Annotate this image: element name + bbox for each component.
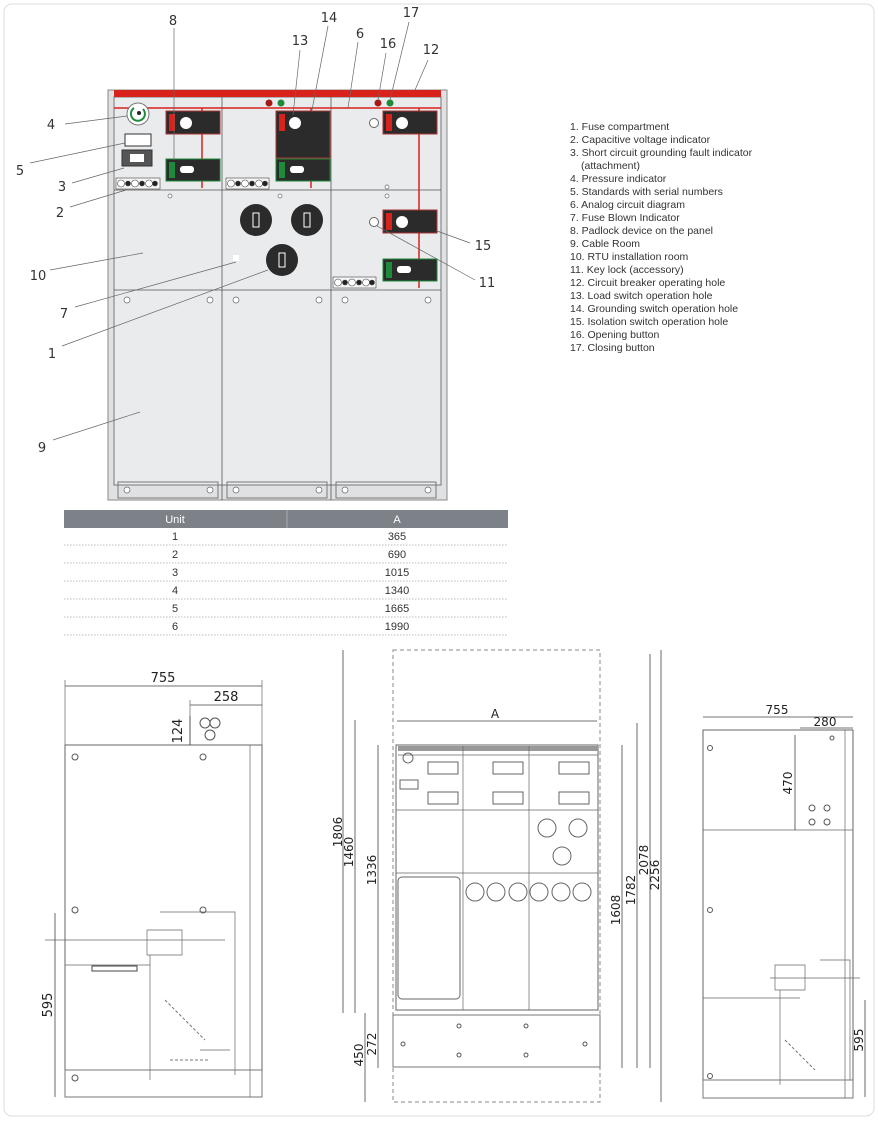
legend-item: 6. Analog circuit diagram [570, 199, 685, 211]
dim-1608: 1608 [609, 895, 623, 926]
closing-button-2 [386, 99, 394, 107]
legend-item: (attachment) [581, 160, 640, 172]
callout-2: 2 [56, 206, 64, 221]
dim-a: A [491, 707, 500, 721]
callout-1: 1 [48, 347, 56, 362]
legend-item: 14. Grounding switch operation hole [570, 303, 738, 315]
grounding-block-3 [382, 258, 438, 282]
callout-6: 6 [356, 27, 364, 42]
dim-left-top: 124 [171, 719, 186, 744]
grounding-block-1 [165, 158, 221, 182]
table-cell: 5 [172, 603, 178, 615]
grounding-block-2 [275, 158, 331, 182]
callout-10: 10 [30, 269, 47, 284]
dim-1336: 1336 [365, 855, 379, 886]
fuse-holders [240, 204, 323, 276]
table-cell: 6 [172, 621, 178, 633]
fuse-blown-indicator [233, 255, 239, 261]
dim-272: 272 [365, 1033, 379, 1056]
legend-item: 7. Fuse Blown Indicator [570, 212, 680, 224]
opening-button [265, 99, 273, 107]
front-panel-view [107, 89, 448, 501]
legend-item: 3. Short circuit grounding fault indicat… [570, 147, 753, 159]
dim-2078: 2078 [637, 845, 651, 876]
callout-leaders [29, 21, 476, 441]
circuit-breaker-hole [369, 118, 379, 128]
legend-item: 9. Cable Room [570, 238, 640, 250]
voltage-indicator-2 [225, 177, 270, 190]
dim-2256: 2256 [648, 860, 662, 891]
callout-17: 17 [403, 6, 420, 21]
legend-item: 5. Standards with serial numbers [570, 186, 723, 198]
legend-item: 2. Capacitive voltage indicator [570, 134, 711, 146]
dim-right-depth: 280 [814, 715, 837, 729]
callout-3: 3 [58, 180, 66, 195]
dim-right-top: 470 [781, 772, 795, 795]
callout-4: 4 [47, 118, 55, 133]
callout-8: 8 [169, 14, 177, 29]
table-cell: 365 [388, 531, 406, 543]
callout-15: 15 [475, 239, 492, 254]
unit-width-table: Unit A 1 365 2 690 3 1015 4 1340 5 1665 6 1990 [64, 510, 508, 636]
legend: 1. Fuse compartment 2. Capacitive voltag… [570, 121, 753, 354]
dim-right-width: 755 [766, 703, 789, 717]
legend-item: 8. Padlock device on the panel [570, 225, 713, 237]
callout-12: 12 [423, 43, 440, 58]
table-cell: 1990 [385, 621, 409, 633]
table-cell: 2 [172, 549, 178, 561]
legend-item: 16. Opening button [570, 329, 659, 341]
table-cell: 1665 [385, 603, 409, 615]
voltage-indicator [115, 177, 161, 190]
load-switch-block-1 [165, 110, 221, 135]
isolation-switch-block [382, 209, 438, 234]
table-cell: 690 [388, 549, 406, 561]
dim-left-cable: 595 [41, 993, 56, 1018]
key-lock-icon [369, 217, 379, 227]
voltage-indicator-3 [332, 276, 377, 289]
table-header-unit: Unit [165, 514, 185, 526]
callout-14: 14 [321, 11, 338, 26]
opening-button-2 [374, 99, 382, 107]
dim-1782: 1782 [624, 875, 638, 906]
legend-item: 12. Circuit breaker operating hole [570, 277, 725, 289]
right-side-view: 755 280 470 595 [702, 703, 866, 1099]
serial-number-plate [124, 133, 152, 147]
legend-item: 17. Closing button [570, 342, 655, 354]
top-red-bar [114, 90, 441, 97]
legend-item: 10. RTU installation room [570, 251, 689, 263]
left-side-view: 755 258 124 595 [41, 671, 263, 1098]
dim-left-width: 755 [151, 671, 176, 686]
table-cell: 4 [172, 585, 178, 597]
closing-button [277, 99, 285, 107]
callout-9: 9 [38, 441, 46, 456]
dim-450: 450 [352, 1044, 366, 1067]
dim-left-depth: 258 [214, 690, 239, 705]
legend-item: 1. Fuse compartment [570, 121, 669, 133]
table-cell: 1 [172, 531, 178, 543]
breaker-block [275, 110, 331, 159]
callout-13: 13 [292, 34, 309, 49]
callout-11: 11 [479, 276, 496, 291]
legend-item: 11. Key lock (accessory) [570, 264, 684, 276]
table-cell: 1015 [385, 567, 409, 579]
callout-16: 16 [380, 37, 397, 52]
legend-item: 13. Load switch operation hole [570, 290, 713, 302]
front-dimension-view: A 1806 1460 1336 272 450 1608 1782 2078 … [331, 649, 662, 1103]
dim-1460: 1460 [342, 837, 356, 868]
table-cell: 3 [172, 567, 178, 579]
dim-1806: 1806 [331, 817, 345, 848]
table-header-a: A [393, 514, 401, 526]
dim-right-cable: 595 [852, 1029, 866, 1052]
legend-item: 15. Isolation switch operation hole [570, 316, 728, 328]
callout-numbers: 8 14 17 13 6 16 12 4 5 3 2 10 15 11 7 1 … [16, 6, 495, 456]
table-cell: 1340 [385, 585, 409, 597]
callout-5: 5 [16, 164, 24, 179]
load-switch-block-3 [382, 110, 438, 135]
legend-item: 4. Pressure indicator [570, 173, 667, 185]
callout-7: 7 [60, 307, 68, 322]
